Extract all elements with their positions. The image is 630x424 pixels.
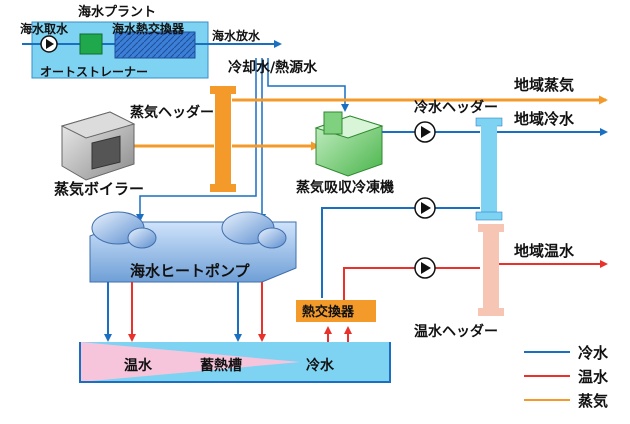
steam-header: 蒸気ヘッダー	[130, 86, 236, 192]
heatpump-left-drum2-icon	[127, 227, 157, 249]
seawater-plant-title: 海水プラント	[78, 4, 156, 20]
cooling-water-label: 冷却水/熱源水	[228, 59, 318, 76]
chiller-label: 蒸気吸収冷凍機	[296, 179, 394, 196]
district-outputs: 地域蒸気 地域冷水 地域温水	[514, 76, 575, 260]
seawater-exchanger-label: 海水熱交換器	[112, 21, 185, 36]
steam-header-body	[215, 90, 231, 186]
tank-hot-label: 温水	[124, 357, 153, 374]
tank-cold-label: 冷水	[306, 357, 335, 374]
chiller-tower-icon	[323, 111, 343, 135]
cooling-water-lines: 冷却水/熱源水	[136, 58, 349, 222]
tank-connections	[104, 282, 352, 342]
boiler-label: 蒸気ボイラー	[54, 180, 144, 198]
output-cold-label: 地域冷水	[514, 110, 575, 128]
heat-exchanger: 熱交換器	[296, 300, 376, 322]
cooling-water-to-chiller	[267, 58, 349, 112]
steam-header-label: 蒸気ヘッダー	[130, 104, 214, 121]
tank-to-cold-header-line	[321, 207, 480, 298]
cold-water-system: 冷水ヘッダー	[321, 99, 608, 298]
cooling-water-to-heatpump-left	[136, 58, 257, 222]
legend-hot-label: 温水	[578, 368, 609, 386]
hot-water-system: 温水ヘッダー	[343, 224, 608, 340]
output-hot-label: 地域温水	[514, 242, 575, 260]
hot-pump-arrow-icon	[421, 262, 431, 274]
absorption-chiller: 蒸気吸収冷凍機	[296, 111, 394, 196]
hot-header-cap-top	[478, 224, 504, 232]
steam-lines	[132, 95, 608, 151]
cold-pump-1-arrow-icon	[421, 126, 431, 138]
intake-pump-arrow-icon	[46, 39, 54, 49]
thermal-storage-tank: 温水 蓄熱槽 冷水	[79, 342, 391, 383]
heat-exchanger-label: 熱交換器	[302, 304, 355, 320]
seawater-exchanger-hatch-icon	[115, 32, 195, 58]
boiler-door-icon	[91, 135, 121, 170]
seawater-plant: 海水プラント 海水取水 海水熱交換器 海水放水 オートストレーナー	[20, 4, 282, 79]
boiler-top-icon	[60, 111, 136, 139]
intake-label: 海水取水	[20, 21, 69, 36]
heatpump-right-drum2-icon	[257, 227, 287, 249]
strainer-icon	[79, 33, 103, 55]
cold-pump-2-arrow-icon	[421, 202, 431, 214]
hot-header-label: 温水ヘッダー	[414, 323, 498, 340]
seawater-heat-pumps: 海水ヒートポンプ	[89, 211, 297, 283]
tank-hot-fill	[80, 342, 300, 382]
legend: 冷水 温水 蒸気	[524, 344, 609, 410]
tank-label: 蓄熱槽	[200, 357, 242, 374]
exchanger-to-hot-header-line	[343, 267, 480, 300]
cold-header-body	[481, 124, 497, 214]
output-steam-label: 地域蒸気	[514, 76, 574, 94]
tank-outline	[79, 342, 391, 383]
heatpump-label: 海水ヒートポンプ	[130, 262, 251, 280]
legend-cold-label: 冷水	[578, 344, 609, 362]
hot-header-body	[483, 230, 499, 310]
legend-steam-label: 蒸気	[578, 392, 608, 410]
discharge-label: 海水放水	[212, 28, 261, 43]
cold-header-label: 冷水ヘッダー	[414, 99, 498, 116]
steam-boiler: 蒸気ボイラー	[54, 111, 144, 198]
heat-exchanger-box	[296, 300, 376, 322]
steam-header-cap-bottom	[210, 184, 236, 192]
cold-header-cap-bottom	[475, 211, 503, 221]
hot-header-cap-bottom	[478, 308, 504, 316]
strainer-label: オートストレーナー	[40, 65, 148, 79]
